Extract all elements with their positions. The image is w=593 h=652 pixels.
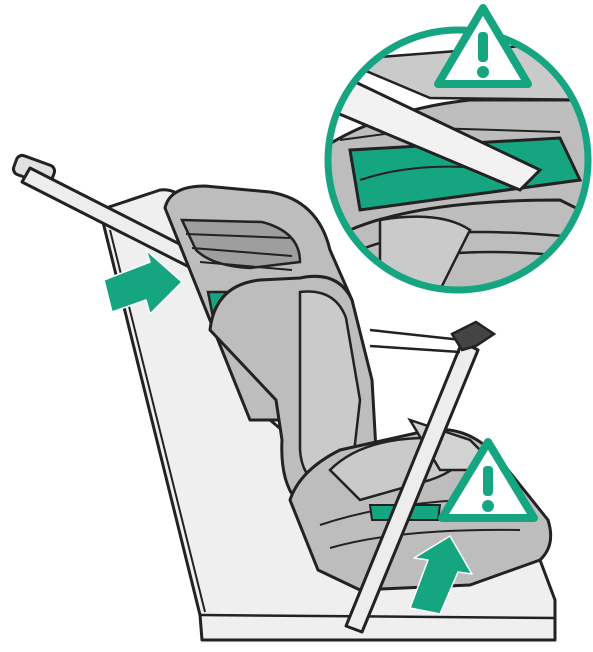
- car-seat-installation-diagram: [0, 0, 593, 652]
- illustration: [0, 0, 593, 652]
